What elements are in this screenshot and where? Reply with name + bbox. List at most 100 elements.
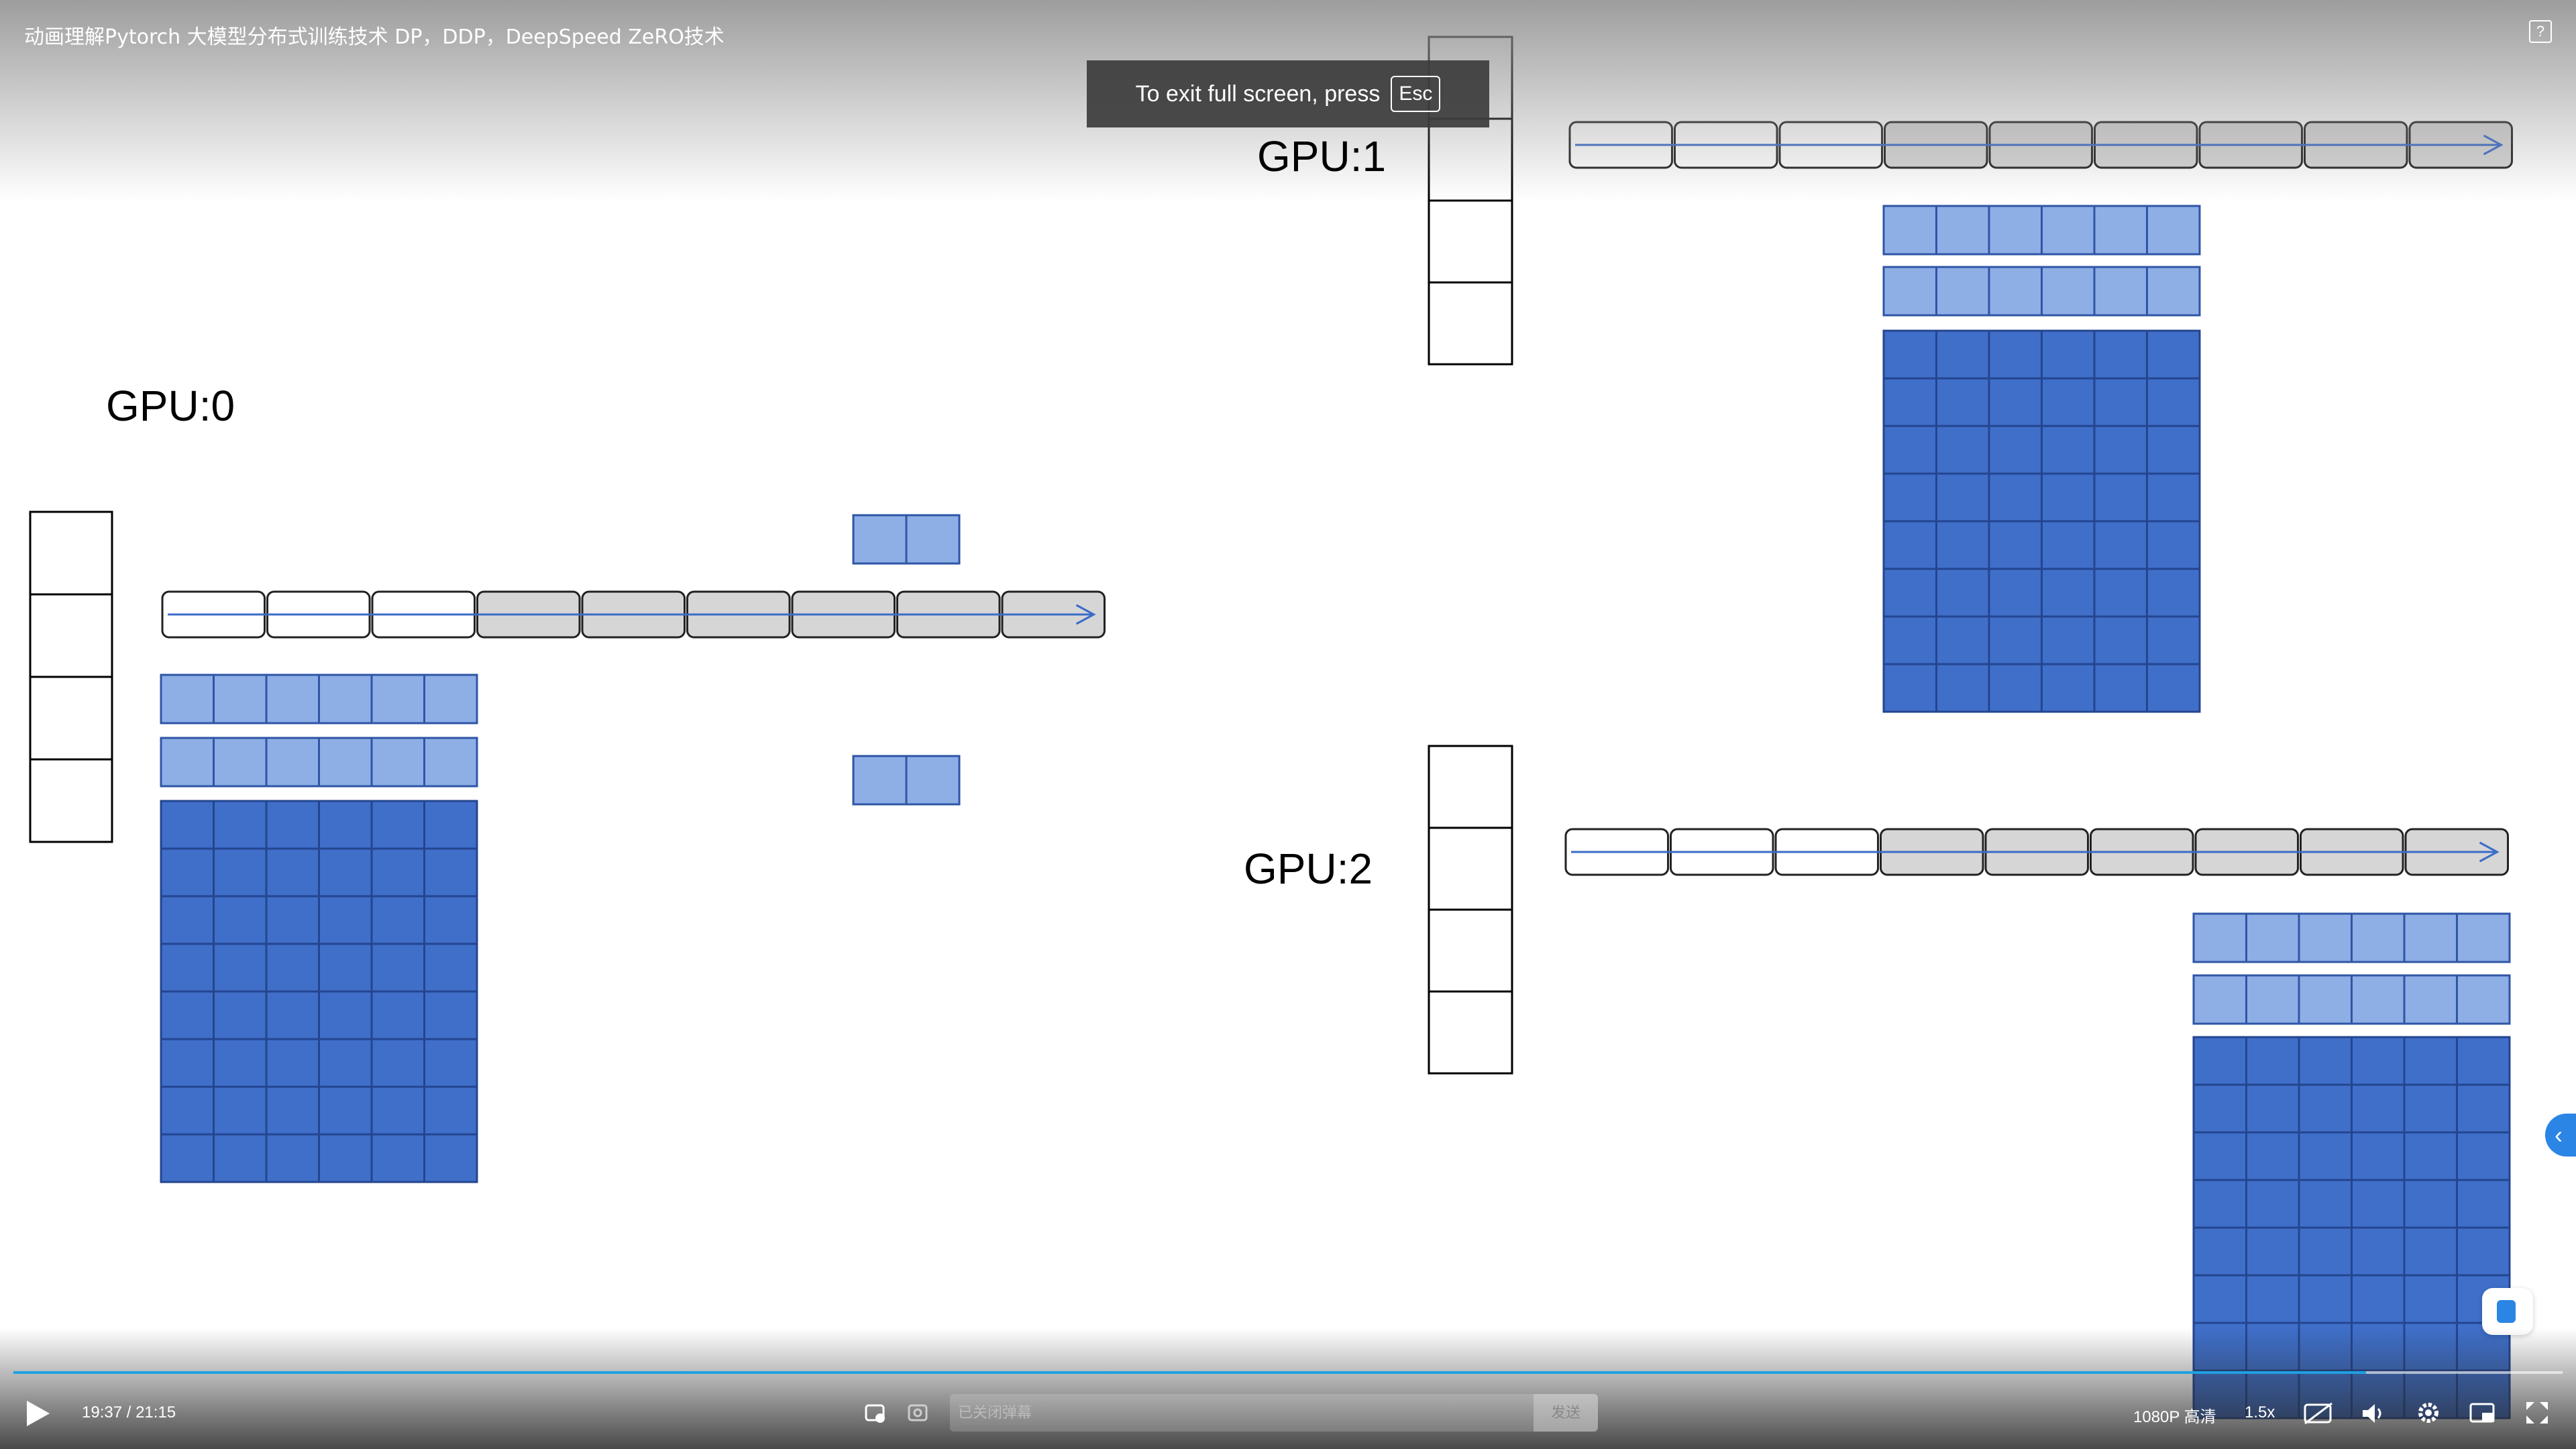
gpu0-weight-cell	[423, 943, 478, 993]
gpu1-weight-cell	[1935, 663, 1990, 713]
progress-bar[interactable]	[13, 1371, 2563, 1374]
gpu2-weight-cell	[2192, 1083, 2247, 1134]
gpu1-weight-cell	[1935, 377, 1990, 427]
danmaku-settings-icon[interactable]	[907, 1402, 930, 1425]
time-current: 19:37	[82, 1403, 123, 1421]
gpu0-weight-cell	[370, 990, 425, 1040]
help-icon[interactable]: ?	[2529, 20, 2552, 43]
danmaku-input[interactable]: 已关闭弹幕	[950, 1394, 1534, 1432]
gpu1-row2-cell	[2146, 266, 2201, 317]
mini-player-button[interactable]	[2482, 1288, 2533, 1335]
gpu2-weight-cell	[2351, 1226, 2406, 1277]
gpu1-weight-cell	[2041, 377, 2096, 427]
gpu1-weight-cell	[2093, 663, 2148, 713]
gpu2-weight-cell	[2192, 1036, 2247, 1086]
gpu0-weight-cell	[160, 1085, 215, 1136]
gpu0-weight-cell	[265, 943, 320, 993]
gpu2-weight-cell	[2245, 1274, 2300, 1324]
gpu1-weight-cell	[1882, 520, 1937, 570]
gpu0-weight-cell	[370, 1085, 425, 1136]
gpu1-weight-cell	[2041, 520, 2096, 570]
volume-icon[interactable]	[2360, 1401, 2387, 1426]
bottom-overlay	[0, 1328, 2576, 1449]
play-icon[interactable]	[27, 1401, 50, 1426]
gpu1-weight-cell	[1882, 472, 1937, 523]
gpu2-stack-cell	[1428, 826, 1513, 911]
gpu0-weight-cell	[423, 990, 478, 1040]
gpu1-weight-cell	[1988, 568, 2043, 618]
picture-in-picture-icon[interactable]	[2469, 1401, 2497, 1426]
gpu2-weight-cell	[2456, 1226, 2511, 1277]
gpu2-weight-cell	[2245, 1226, 2300, 1277]
send-button[interactable]: 发送	[1534, 1394, 1598, 1432]
gpu2-weight-cell	[2298, 1083, 2353, 1134]
gpu0-weight-cell	[265, 800, 320, 850]
gpu1-weight-cell	[1988, 377, 2043, 427]
danmaku-toggle-icon[interactable]	[864, 1402, 887, 1425]
gpu0-row2-cell	[370, 737, 425, 788]
gpu0-floating-pair-top-cell	[905, 514, 961, 565]
gpu0-weight-cell	[265, 1038, 320, 1088]
gpu0-stack-cell	[29, 593, 113, 678]
gpu0-weight-cell	[213, 943, 268, 993]
gpu0-weight-cell	[160, 943, 215, 993]
side-panel-toggle[interactable]: ‹	[2545, 1114, 2576, 1157]
gpu2-weight-cell	[2351, 1083, 2406, 1134]
fullscreen-toast-text: To exit full screen, press	[1135, 80, 1381, 107]
gpu2-stack-cell	[1428, 745, 1513, 829]
gpu1-weight-cell	[1935, 329, 1990, 380]
gear-icon[interactable]	[2415, 1399, 2442, 1426]
gpu1-row1-cell	[2146, 205, 2201, 256]
gpu1-row1-cell	[1988, 205, 2043, 256]
quality-selector[interactable]: 1080P 高清	[2133, 1408, 2216, 1426]
fullscreen-toast: To exit full screen, press Esc	[1087, 60, 1489, 127]
gpu0-pipeline-arrowhead	[1075, 604, 1096, 625]
gpu1-weight-cell	[2093, 472, 2148, 523]
progress-fill	[13, 1371, 2367, 1374]
gpu2-row1-cell	[2298, 912, 2353, 963]
subtitle-off-icon[interactable]	[2302, 1401, 2334, 1426]
gpu0-weight-cell	[160, 1038, 215, 1088]
gpu1-weight-cell	[2041, 425, 2096, 475]
gpu2-weight-cell	[2298, 1274, 2353, 1324]
gpu0-weight-cell	[213, 847, 268, 898]
gpu0-weight-cell	[213, 1038, 268, 1088]
gpu1-weight-cell	[2146, 663, 2201, 713]
gpu0-weight-cell	[370, 895, 425, 945]
gpu0-weight-cell	[318, 895, 373, 945]
gpu2-weight-cell	[2351, 1274, 2406, 1324]
fullscreen-icon[interactable]	[2524, 1399, 2551, 1426]
gpu1-weight-cell	[1988, 520, 2043, 570]
gpu1-row1-cell	[1935, 205, 1990, 256]
gpu1-weight-cell	[2041, 615, 2096, 665]
gpu2-label: GPU:2	[1244, 845, 1373, 893]
gpu1-weight-cell	[1882, 615, 1937, 665]
gpu2-weight-cell	[2192, 1179, 2247, 1229]
gpu2-pipeline-arrowhead	[2479, 841, 2500, 863]
gpu0-weight-cell	[213, 895, 268, 945]
gpu0-weight-cell	[265, 1133, 320, 1183]
gpu0-weight-cell	[213, 1085, 268, 1136]
gpu0-weight-cell	[370, 1038, 425, 1088]
gpu2-weight-cell	[2245, 1131, 2300, 1181]
gpu1-row2-cell	[1988, 266, 2043, 317]
gpu1-weight-cell	[1988, 329, 2043, 380]
speed-selector[interactable]: 1.5x	[2245, 1403, 2275, 1421]
gpu0-weight-cell	[213, 990, 268, 1040]
gpu1-stack-cell	[1428, 199, 1513, 284]
gpu0-row1-cell	[423, 674, 478, 724]
gpu0-weight-cell	[160, 800, 215, 850]
time-display: 19:37 / 21:15	[82, 1403, 176, 1422]
gpu1-weight-cell	[2146, 425, 2201, 475]
gpu0-weight-cell	[265, 1085, 320, 1136]
gpu1-weight-cell	[2093, 568, 2148, 618]
gpu1-weight-cell	[2041, 568, 2096, 618]
gpu2-row2-cell	[2403, 974, 2458, 1025]
gpu0-weight-cell	[213, 1133, 268, 1183]
gpu2-weight-cell	[2403, 1036, 2458, 1086]
gpu1-row1-cell	[1882, 205, 1937, 256]
gpu0-row1-cell	[213, 674, 268, 724]
gpu2-weight-cell	[2192, 1131, 2247, 1181]
